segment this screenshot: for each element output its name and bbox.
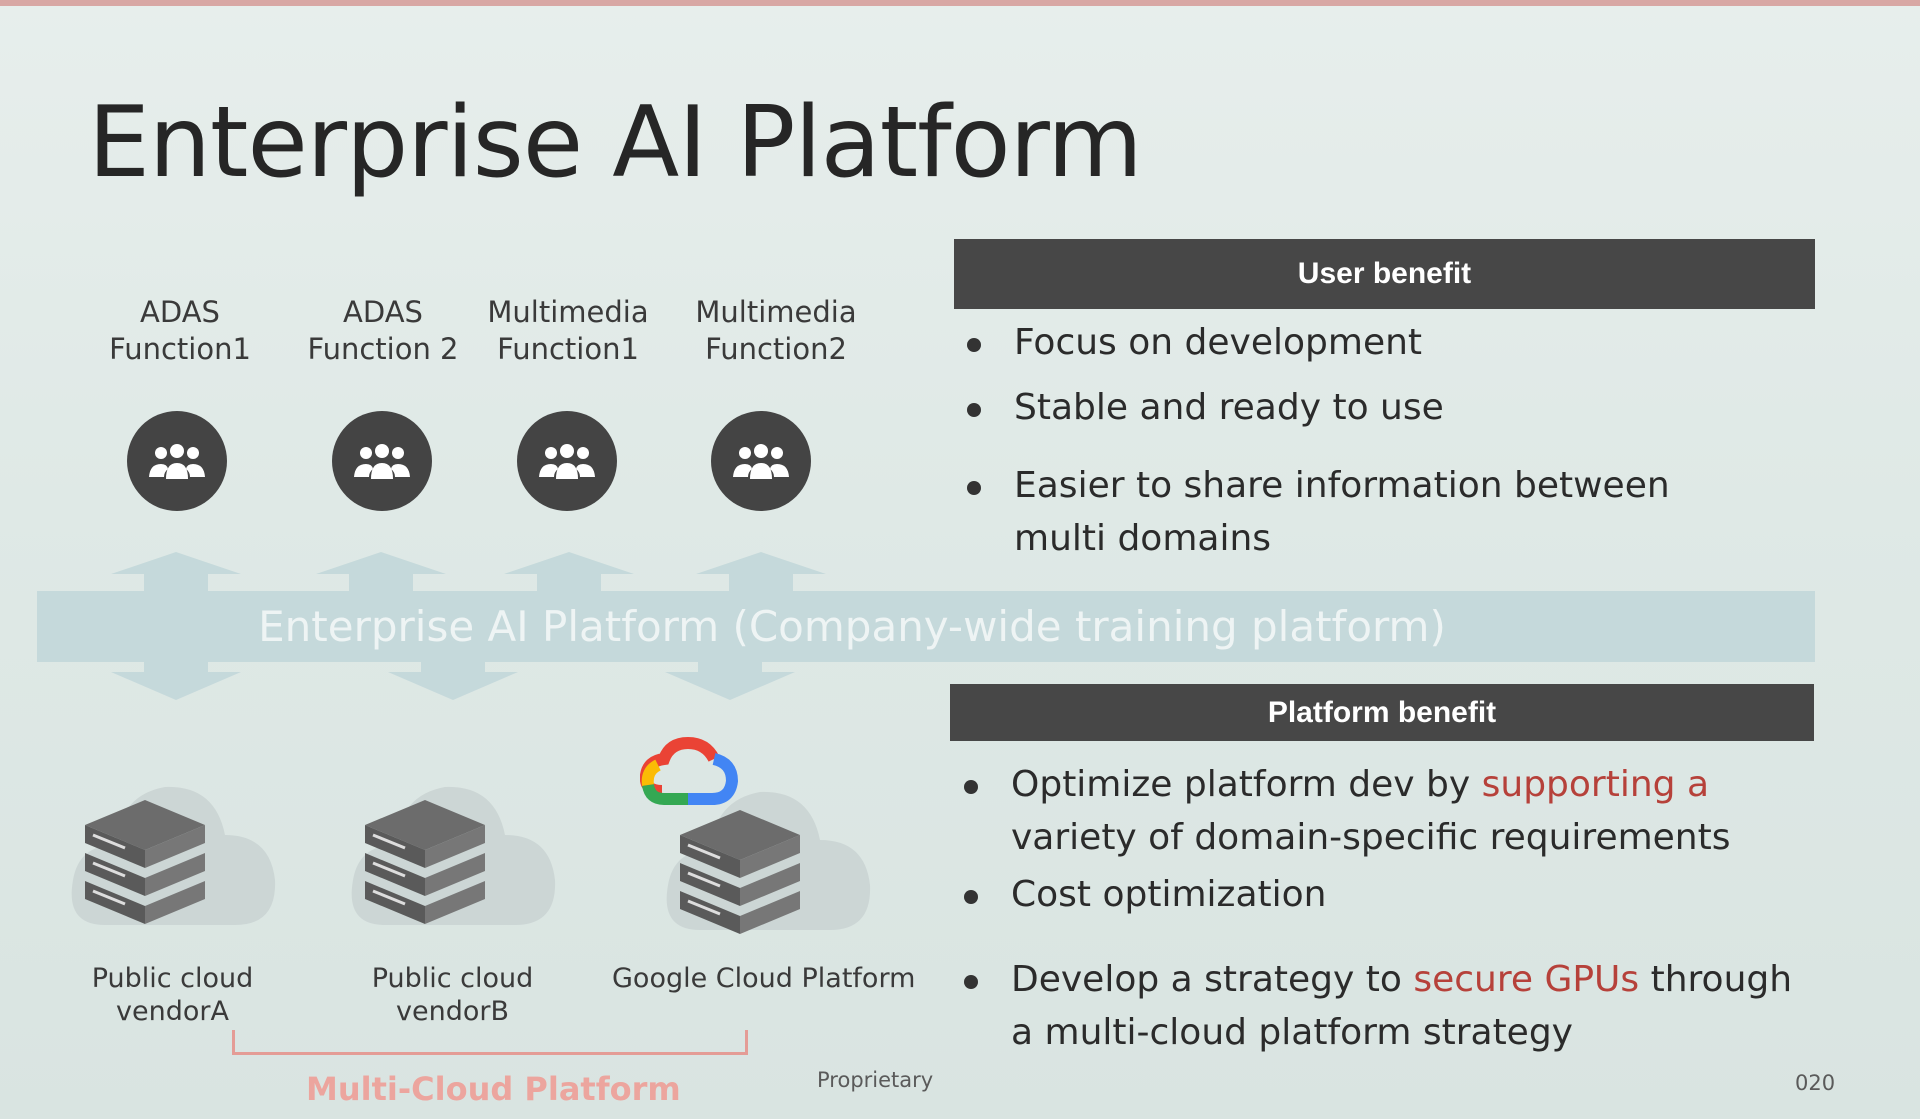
slide-top-edge — [0, 0, 1920, 6]
list-item: Develop a strategy to secure GPUs throug… — [955, 953, 1815, 1006]
arrow-down-icon — [388, 650, 518, 700]
function-label-multimedia-2: Multimedia Function2 — [676, 294, 876, 368]
function-label-line: Function2 — [705, 332, 847, 366]
function-label-line: Function 2 — [307, 332, 459, 366]
list-item-highlight: supporting a — [1481, 764, 1710, 805]
slide-title: Enterprise AI Platform — [88, 86, 1143, 200]
function-label-multimedia-1: Multimedia Function1 — [468, 294, 668, 368]
server-cloud-icon — [71, 786, 276, 925]
user-benefit-header: User benefit — [954, 239, 1815, 309]
arrow-down-icon — [665, 650, 795, 700]
list-item: Easier to share information between — [958, 459, 1818, 512]
list-item: Focus on development — [958, 316, 1818, 369]
server-cloud-icon — [351, 786, 556, 925]
list-item-continuation: multi domains — [1014, 518, 1272, 559]
list-item-continuation: a multi-cloud platform strategy — [1011, 1012, 1573, 1053]
arrow-up-icon — [316, 552, 446, 594]
google-cloud-logo — [640, 736, 739, 805]
multi-cloud-label: Multi-Cloud Platform — [306, 1070, 681, 1108]
list-item-continuation: variety of domain-specific requirements — [1011, 817, 1731, 858]
list-item-text: Optimize platform dev by — [1011, 764, 1482, 805]
group-icon — [711, 411, 811, 511]
list-item: Optimize platform dev by supporting a — [955, 758, 1815, 811]
platform-band: Enterprise AI Platform (Company-wide tra… — [37, 591, 1815, 662]
function-label-line: Multimedia — [695, 295, 857, 329]
arrow-down-icon — [111, 650, 241, 700]
list-item-text: Develop a strategy to — [1011, 959, 1414, 1000]
cloud-label-line: Public cloud — [91, 963, 254, 994]
platform-benefit-list: Optimize platform dev by supporting a va… — [955, 758, 1815, 1059]
footer-proprietary: Proprietary — [817, 1068, 934, 1092]
footer-page-number: 020 — [1795, 1071, 1836, 1095]
list-item-highlight: secure GPUs — [1413, 959, 1640, 1000]
arrow-up-icon — [504, 552, 634, 594]
function-label-line: ADAS — [140, 295, 220, 329]
function-label-adas-1: ADAS Function1 — [80, 294, 280, 368]
user-benefit-header-label: User benefit — [1297, 257, 1472, 290]
google-cloud-server-icon — [640, 736, 871, 934]
cloud-label-line: vendorB — [396, 996, 509, 1027]
list-item: Cost optimization — [955, 868, 1815, 921]
cloud-label-line: Google Cloud Platform — [612, 963, 916, 994]
multi-cloud-bracket — [232, 1030, 748, 1055]
function-label-line: ADAS — [343, 295, 423, 329]
list-item: Stable and ready to use — [958, 381, 1818, 434]
arrow-up-icon — [696, 552, 826, 594]
cloud-label-vendor-a: Public cloud vendorA — [90, 962, 255, 1028]
cloud-label-vendor-b: Public cloud vendorB — [370, 962, 535, 1028]
platform-benefit-header: Platform benefit — [950, 684, 1814, 741]
platform-benefit-header-label: Platform benefit — [1267, 695, 1497, 729]
group-icon — [127, 411, 227, 511]
function-label-line: Function1 — [109, 332, 251, 366]
cloud-label-gcp: Google Cloud Platform — [612, 962, 916, 995]
user-benefit-list: Focus on development Stable and ready to… — [958, 316, 1818, 565]
cloud-label-line: Public cloud — [371, 963, 534, 994]
group-icon — [332, 411, 432, 511]
function-label-line: Function1 — [497, 332, 639, 366]
function-label-adas-2: ADAS Function 2 — [283, 294, 483, 368]
platform-band-label: Enterprise AI Platform (Company-wide tra… — [258, 602, 1446, 651]
list-item-text: through — [1639, 959, 1793, 1000]
arrow-up-icon — [111, 552, 241, 594]
function-label-line: Multimedia — [487, 295, 649, 329]
cloud-label-line: vendorA — [116, 996, 229, 1027]
group-icon — [517, 411, 617, 511]
